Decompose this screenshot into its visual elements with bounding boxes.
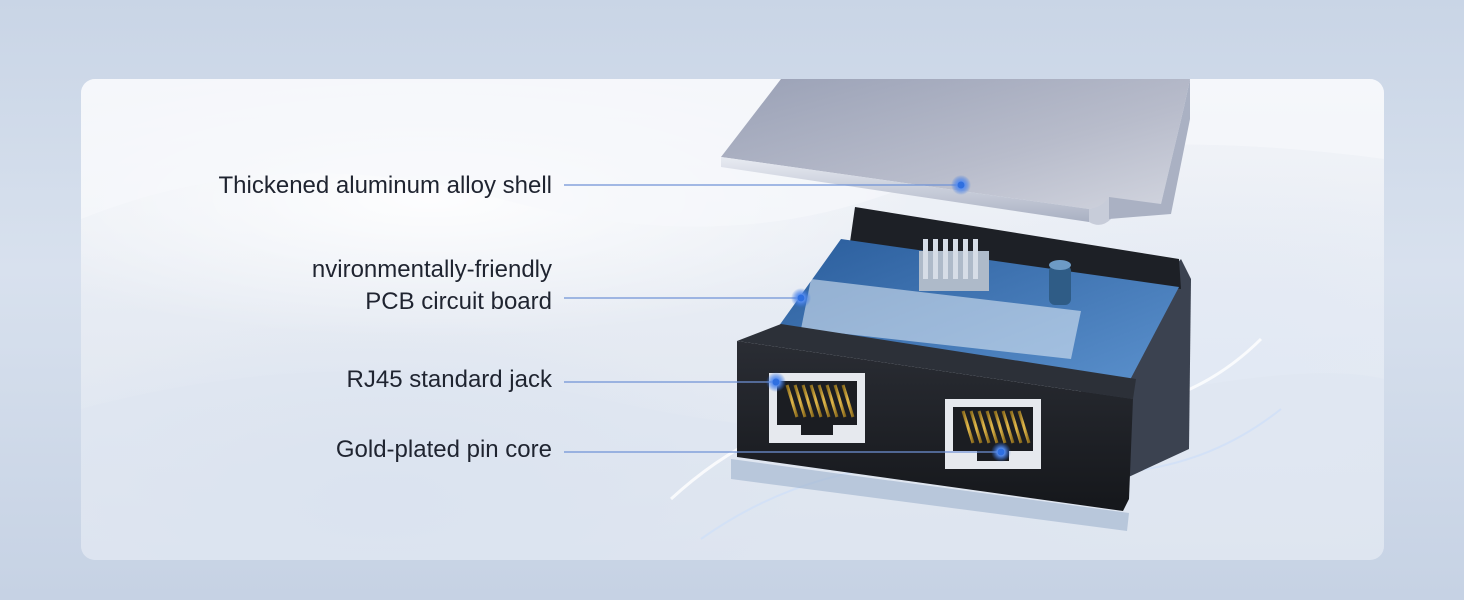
callout-text: RJ45 standard jack — [346, 366, 552, 393]
aluminum-shell — [721, 79, 1190, 225]
rj45-port-right — [945, 399, 1041, 469]
callout-label-rj45-jack: RJ45 standard jack — [347, 364, 552, 396]
callout-text-line-2: PCB circuit board — [365, 288, 552, 315]
callout-label-pcb: nvironmentally-friendly PCB circuit boar… — [312, 254, 552, 318]
callout-text: Thickened aluminum alloy shell — [218, 172, 553, 199]
callout-label-gold-pins: Gold-plated pin core — [336, 434, 552, 466]
callout-text-line-1: nvironmentally-friendly — [311, 256, 552, 283]
transparent-block — [801, 279, 1081, 359]
adapter-body — [731, 207, 1191, 531]
leader-lines — [564, 184, 1001, 453]
product-feature-card — [81, 79, 1384, 560]
callout-dots — [766, 175, 1011, 462]
callout-text: Gold-plated pin core — [335, 436, 552, 463]
rj45-port-left — [769, 373, 865, 443]
adapter-exploded-illustration — [81, 79, 1384, 560]
heatsink — [919, 239, 989, 291]
capacitor — [1049, 265, 1071, 305]
callout-label-aluminum-shell: Thickened aluminum alloy shell — [219, 170, 553, 202]
